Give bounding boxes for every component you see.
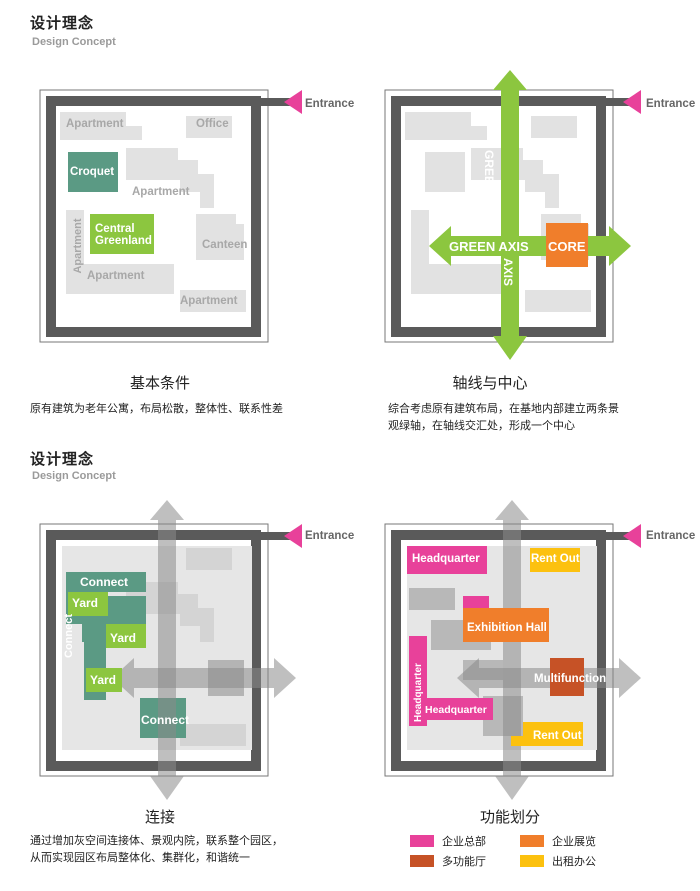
description-axis-center: 综合考虑原有建筑布局，在基地内部建立两条景 观绿轴，在轴线交汇处，形成一个中心 [388, 400, 688, 434]
grey-axis-horizontal [112, 658, 296, 698]
label-croquet: Croquet [70, 166, 115, 178]
headquarter-block-top [407, 546, 487, 574]
rent-out-block-bottom [511, 722, 583, 746]
yard-block-3 [86, 668, 122, 692]
entrance-arrow-icon [284, 90, 302, 114]
description-line: 观绿轴，在轴线交汇处，形成一个中心 [388, 419, 575, 432]
description-site-conditions: 原有建筑为老年公寓，布局松散，整体性、联系性差 [30, 402, 283, 415]
entrance-road [601, 98, 637, 106]
entrance-label-2: Entrance [646, 98, 696, 110]
connection-diagram [39, 500, 302, 800]
caption-connection: 连接 [144, 808, 175, 826]
legend-swatch [520, 855, 544, 867]
core-block [546, 223, 588, 267]
legend-item-headquarter: 企业总部 [410, 833, 486, 849]
entrance-arrow-icon [623, 90, 641, 114]
description-line: 通过增加灰空间连接体、景观内院，联系整个园区， [30, 834, 283, 847]
description-line: 从而实现园区布局整体化、集群化，和谐统一 [30, 851, 250, 864]
label-green-axis: GREEN AXIS [449, 239, 529, 254]
rent-out-block-top [530, 548, 580, 572]
label-apartment-mid: Apartment [132, 186, 190, 198]
label-yard-2: Yard [110, 631, 137, 645]
legend-swatch [410, 835, 434, 847]
entrance-label-1: Entrance [305, 98, 355, 110]
label-exhibition-hall: Exhibition Hall [467, 622, 547, 634]
site-boundary-frame [46, 530, 261, 771]
legend-label: 企业总部 [442, 835, 486, 848]
yard-block-2 [106, 624, 146, 648]
label-apartment-bottom: Apartment [180, 295, 238, 307]
legend-label: 多功能厅 [442, 855, 486, 868]
exhibition-hall-block [463, 608, 549, 642]
label-apartment-vertical: Apartment [72, 218, 84, 274]
section-subtitle-bottom: Design Concept [32, 470, 116, 482]
site-boundary-frame [391, 96, 606, 337]
caption-site-conditions: 基本条件 [129, 374, 190, 392]
existing-buildings [60, 112, 246, 312]
label-yard-1: Yard [72, 596, 99, 610]
label-rent-out-bottom: Rent Out [533, 730, 582, 742]
croquet-block [68, 152, 118, 192]
section-subtitle-top: Design Concept [32, 36, 116, 48]
label-central-greenland: Central Greenland [95, 223, 152, 247]
central-greenland-block [90, 214, 154, 254]
entrance-road [256, 98, 292, 106]
entrance-road [601, 532, 637, 540]
axis-center-diagram [384, 70, 641, 360]
label-headquarter-low: Headquarter [425, 704, 487, 716]
entrance-label-4: Entrance [646, 530, 696, 542]
label-connect-top: Connect [80, 575, 128, 589]
label-connect-vertical: Connect [63, 614, 75, 658]
legend-item-exhibition: 企业展览 [520, 833, 596, 849]
multifunction-block [550, 658, 584, 696]
legend-item-rent-out: 出租办公 [520, 853, 596, 869]
label-core: CORE [548, 239, 586, 254]
label-office: Office [196, 118, 229, 130]
label-yard-3: Yard [90, 673, 117, 687]
label-apartment-low: Apartment [87, 270, 145, 282]
function-zoning-diagram [384, 500, 641, 800]
section-title-bottom: 设计理念 [30, 450, 95, 468]
label-greenland: Greenland [95, 235, 152, 247]
entrance-arrow-icon [284, 524, 302, 548]
headquarter-block-low [423, 698, 493, 720]
legend-item-multifunction: 多功能厅 [410, 853, 486, 869]
entrance-arrow-icon [623, 524, 641, 548]
label-headquarter-top: Headquarter [412, 553, 480, 565]
grey-axis-vertical [150, 500, 184, 800]
caption-axis-center: 轴线与中心 [452, 374, 528, 392]
label-multifunction: Multifunction [534, 673, 607, 685]
label-apartment-top: Apartment [66, 118, 124, 130]
label-green-vertical: GREEN [482, 150, 496, 193]
site-boundary-outline [39, 89, 269, 343]
legend-swatch [520, 835, 544, 847]
description-connection: 通过增加灰空间连接体、景观内院，联系整个园区， 从而实现园区布局整体化、集群化，… [30, 832, 350, 866]
legend-swatch [410, 855, 434, 867]
label-connect-bottom: Connect [141, 713, 189, 727]
label-headquarter-vertical: Headquarter [413, 663, 424, 722]
green-axis-vertical [493, 70, 527, 360]
caption-function-zoning: 功能划分 [479, 808, 540, 826]
site-boundary-frame [391, 530, 606, 771]
section-title-top: 设计理念 [30, 14, 95, 32]
headquarter-block-vertical [409, 636, 427, 726]
label-canteen: Canteen [202, 239, 248, 251]
description-line: 综合考虑原有建筑布局，在基地内部建立两条景 [388, 402, 619, 415]
label-rent-out-top: Rent Out [531, 553, 580, 565]
legend-label: 出租办公 [552, 855, 596, 868]
label-central: Central [95, 223, 135, 235]
entrance-label-3: Entrance [305, 530, 355, 542]
yard-block-1 [68, 592, 108, 616]
site-conditions-diagram [39, 89, 302, 343]
site-boundary-frame [46, 96, 261, 337]
label-axis-vertical: AXIS [501, 258, 515, 287]
entrance-road [256, 532, 292, 540]
existing-buildings [405, 112, 591, 312]
legend-label: 企业展览 [552, 835, 596, 848]
